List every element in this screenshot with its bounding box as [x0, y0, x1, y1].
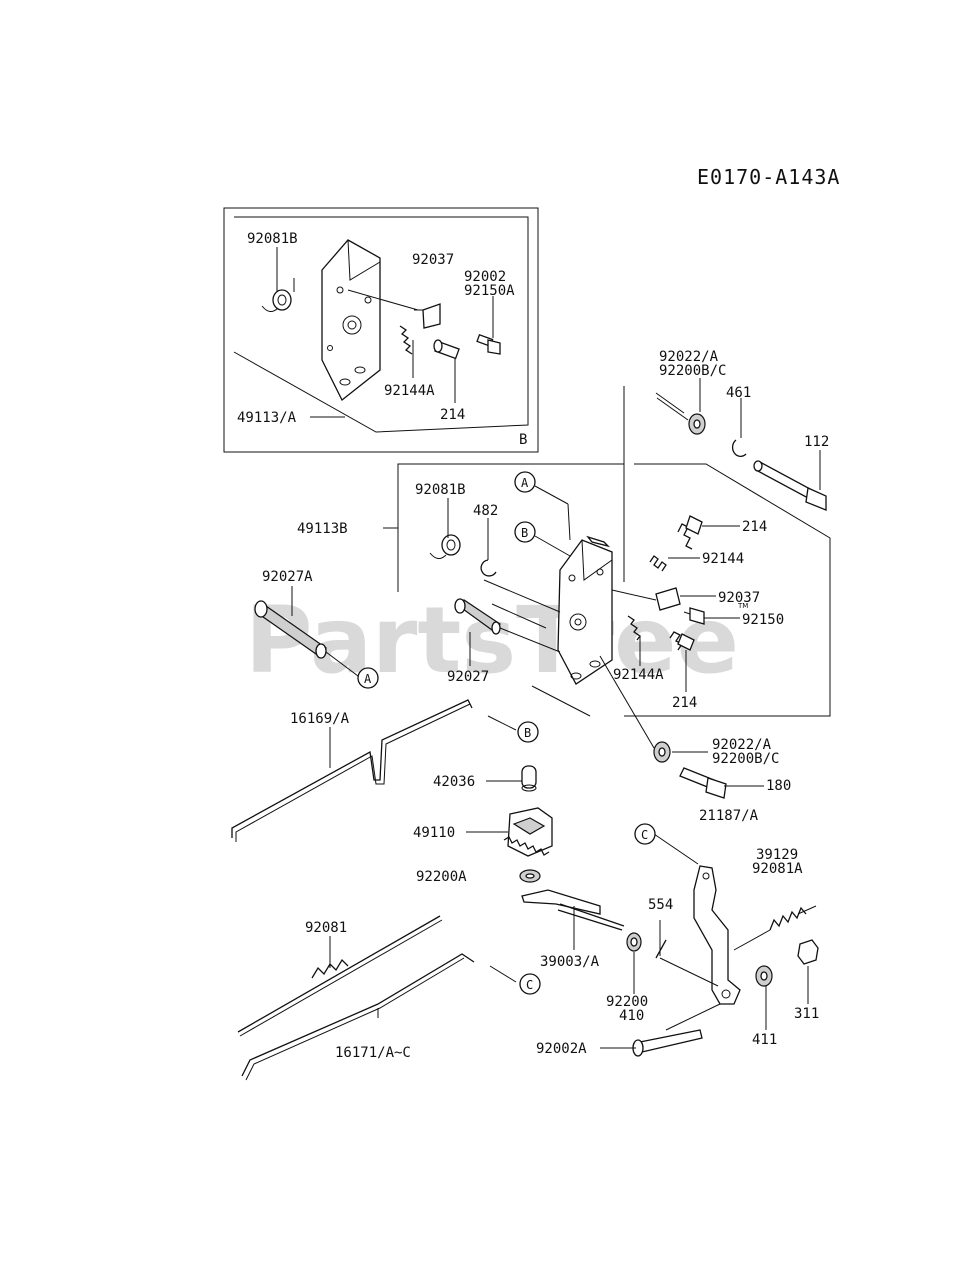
bolt-112 — [753, 460, 827, 511]
label-92081a: 92081A — [752, 861, 803, 877]
washer-411 — [755, 965, 773, 987]
label-21187a: 21187/A — [699, 808, 759, 824]
label-92022a-top: 92022/A — [659, 349, 719, 365]
inset-label-92081b: 92081B — [247, 231, 298, 247]
inset-control-plate — [321, 239, 381, 402]
clip-482 — [480, 559, 497, 577]
spring-92144 — [649, 555, 667, 572]
pin-92002a — [632, 1029, 703, 1057]
label-214-upper: 214 — [742, 519, 767, 535]
label-92200a: 92200A — [416, 869, 467, 885]
inset-corner-label: B — [519, 432, 527, 448]
label-92200: 92200 — [606, 994, 648, 1010]
washer-92022a-bottom — [653, 741, 671, 763]
callout-c-right: C — [634, 823, 656, 845]
inset-frame — [223, 207, 539, 453]
bolt-214-upper — [677, 515, 703, 550]
label-410: 410 — [619, 1008, 644, 1024]
lever-21187a — [693, 865, 741, 1005]
svg-text:A: A — [364, 672, 372, 686]
label-39129: 39129 — [756, 847, 798, 863]
label-49113b: 49113B — [297, 521, 348, 537]
control-assembly — [254, 386, 831, 799]
watermark: PartsTree — [245, 587, 739, 694]
label-92027a: 92027A — [262, 569, 313, 585]
inset-label-92144a: 92144A — [384, 383, 435, 399]
inset-label-214: 214 — [440, 407, 465, 423]
leader-lines — [291, 378, 821, 1049]
label-112: 112 — [804, 434, 829, 450]
svg-text:B: B — [524, 726, 531, 740]
inset-washer-92081b — [261, 289, 292, 312]
label-49110: 49110 — [413, 825, 455, 841]
pin-554 — [655, 939, 667, 959]
rod-16171 — [241, 953, 475, 1081]
label-92081: 92081 — [305, 920, 347, 936]
label-461: 461 — [726, 385, 751, 401]
washer-92022a-top — [688, 413, 706, 435]
label-92150: 92150 — [742, 612, 784, 628]
washer-92200 — [626, 932, 642, 952]
nut-311 — [797, 939, 819, 965]
rod-16169a — [231, 699, 473, 842]
lower-parts — [231, 699, 819, 1081]
pipe-92027a — [254, 600, 328, 659]
bolt-214-lower — [669, 631, 695, 651]
label-554: 554 — [648, 897, 673, 913]
label-92081b: 92081B — [415, 482, 466, 498]
inset-label-49113a: 49113/A — [237, 410, 297, 426]
callout-a-bottom: A — [357, 667, 379, 689]
callout-c-left: C — [519, 973, 541, 995]
label-92037: 92037 — [718, 590, 760, 606]
label-92027: 92027 — [447, 669, 489, 685]
pin-42036 — [521, 765, 537, 792]
label-42036: 42036 — [433, 774, 475, 790]
control-plate-49113b — [557, 535, 613, 685]
svg-text:A: A — [521, 476, 529, 490]
gear-49110 — [503, 807, 553, 857]
inset-panel: B — [223, 207, 539, 453]
arm-39003a — [521, 889, 625, 931]
label-311: 311 — [794, 1006, 819, 1022]
svg-text:B: B — [521, 526, 528, 540]
spring-washer-461 — [732, 439, 747, 457]
inset-label-92037: 92037 — [412, 252, 454, 268]
label-92022a-bottom: 92022/A — [712, 737, 772, 753]
svg-text:C: C — [526, 978, 533, 992]
nut-92150 — [683, 607, 705, 625]
callout-b-bottom: B — [517, 721, 539, 743]
washer-92200a — [519, 869, 541, 883]
label-92002a: 92002A — [536, 1041, 587, 1057]
callout-a-top: A — [514, 471, 571, 541]
inset-spring-92144a — [399, 325, 413, 355]
clip-92037 — [655, 587, 681, 611]
label-411: 411 — [752, 1032, 777, 1048]
bolt-180 — [679, 767, 727, 799]
label-16171: 16171/A~C — [335, 1045, 411, 1061]
washer-92081b — [429, 534, 461, 559]
label-92200bc-bottom: 92200B/C — [712, 751, 779, 767]
label-92144: 92144 — [702, 551, 744, 567]
label-92144a: 92144A — [613, 667, 664, 683]
spring-39129 — [733, 905, 817, 951]
inset-label-92150a: 92150A — [464, 283, 515, 299]
watermark-trademark: TM — [737, 602, 748, 610]
diagram-code: E0170-A143A — [697, 165, 840, 189]
inset-clip-92037 — [414, 303, 441, 329]
label-482: 482 — [473, 503, 498, 519]
inset-label-92002: 92002 — [464, 269, 506, 285]
inset-outline — [233, 216, 529, 433]
label-39003a: 39003/A — [540, 954, 600, 970]
inset-bolt-214 — [433, 339, 460, 360]
callout-b-top: B — [514, 521, 571, 557]
label-214-lower: 214 — [672, 695, 697, 711]
svg-text:C: C — [641, 828, 648, 842]
pipe-92027 — [454, 598, 502, 635]
label-92200bc-top: 92200B/C — [659, 363, 726, 379]
label-180: 180 — [766, 778, 791, 794]
inset-nut-92002 — [476, 333, 501, 355]
label-16169a: 16169/A — [290, 711, 350, 727]
